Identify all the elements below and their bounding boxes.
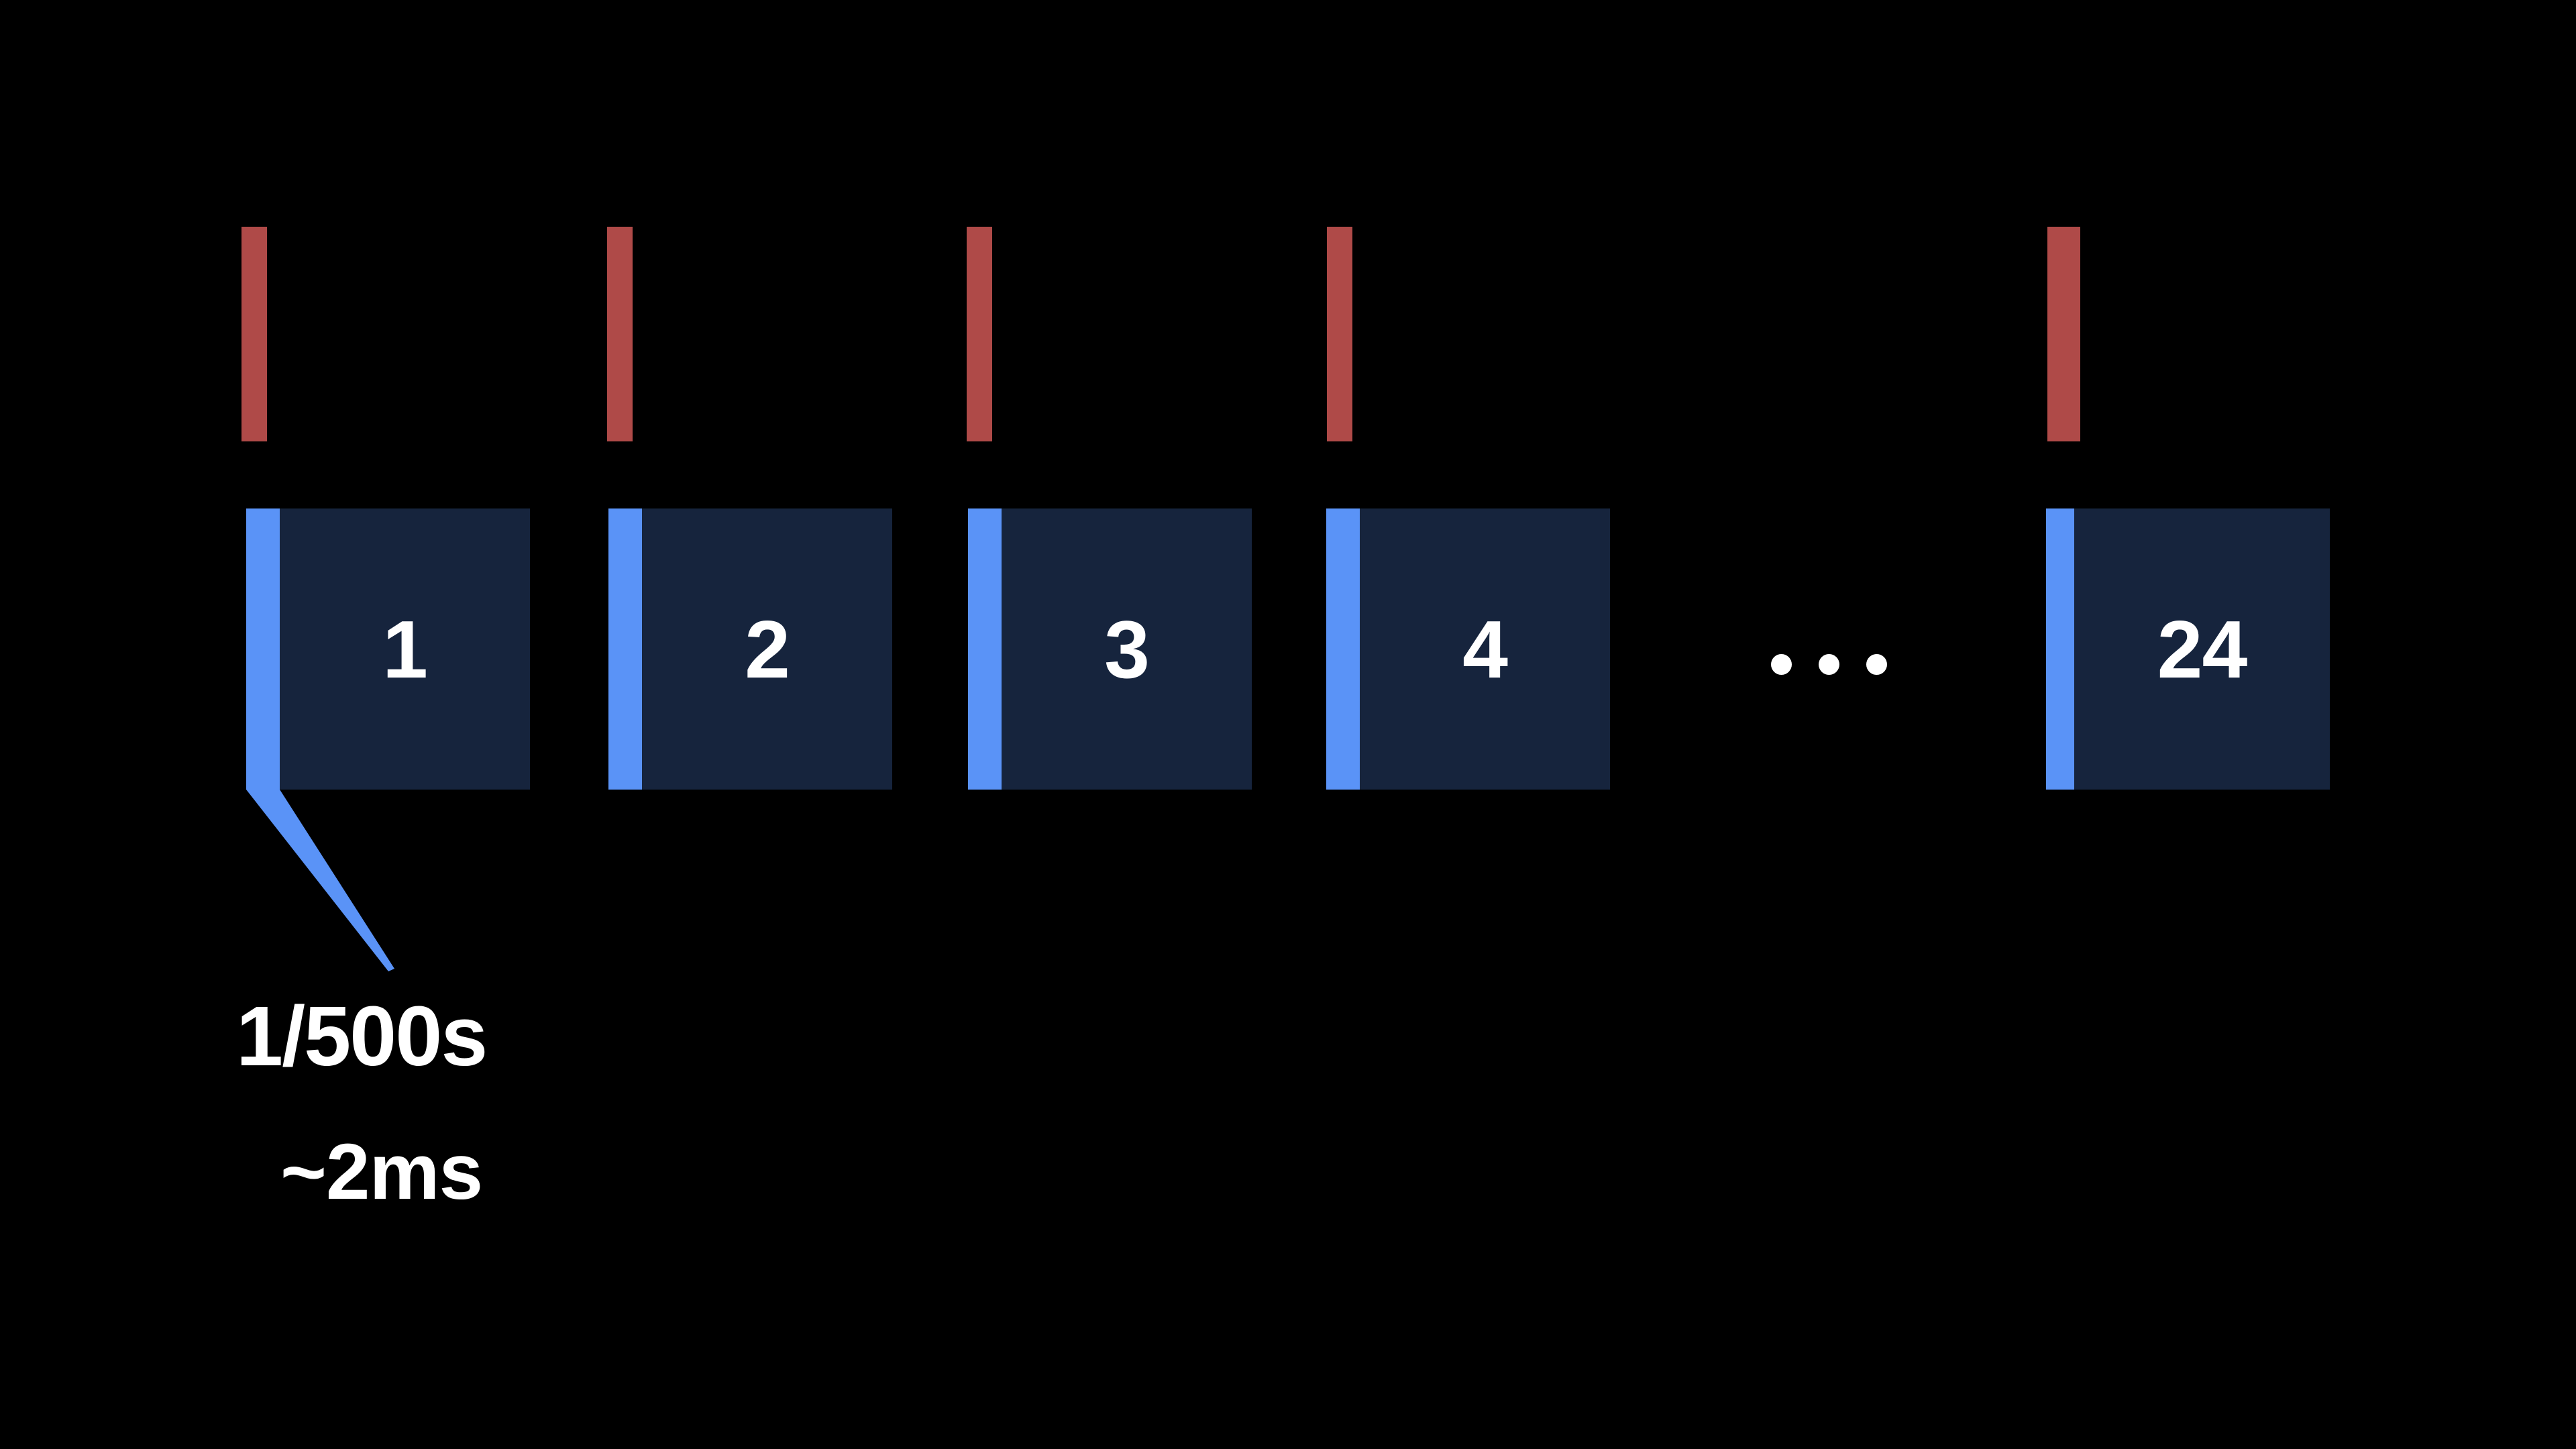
frame-box-2[interactable]: 2 (608, 508, 892, 790)
frame-number-label: 4 (1462, 603, 1508, 695)
frame-box-1[interactable]: 1 (246, 508, 530, 790)
callout-pointer-icon (246, 790, 394, 971)
frame-body: 3 (1002, 508, 1252, 790)
exposure-stripe-icon (1326, 508, 1360, 790)
ellipsis-dot-icon (1819, 654, 1839, 675)
frame-box-3[interactable]: 3 (968, 508, 1252, 790)
frame-number-label: 2 (745, 603, 790, 695)
frame-number-label: 24 (2157, 603, 2248, 695)
exposure-stripe-icon (2046, 508, 2074, 790)
shutter-pulse-1 (241, 227, 267, 441)
shutter-speed-label: 1/500s (236, 989, 488, 1083)
ellipsis-dot-icon (1866, 654, 1887, 675)
exposure-stripe-icon (608, 508, 642, 790)
frames-continuation-ellipsis (1771, 654, 1887, 675)
frame-body: 24 (2074, 508, 2330, 790)
shutter-pulse-5 (2047, 227, 2080, 441)
shutter-pulse-4 (1327, 227, 1352, 441)
shutter-pulse-3 (967, 227, 992, 441)
frame-body: 4 (1360, 508, 1610, 790)
ellipsis-dot-icon (1771, 654, 1792, 675)
shutter-pulse-2 (607, 227, 633, 441)
frame-box-24[interactable]: 24 (2046, 508, 2330, 790)
frame-number-label: 3 (1104, 603, 1150, 695)
frame-number-label: 1 (382, 603, 428, 695)
frame-body: 1 (280, 508, 530, 790)
frame-box-4[interactable]: 4 (1326, 508, 1610, 790)
exposure-stripe-icon (968, 508, 1002, 790)
exposure-stripe-icon (246, 508, 280, 790)
exposure-duration-label: ~2ms (280, 1128, 483, 1216)
frame-body: 2 (642, 508, 892, 790)
